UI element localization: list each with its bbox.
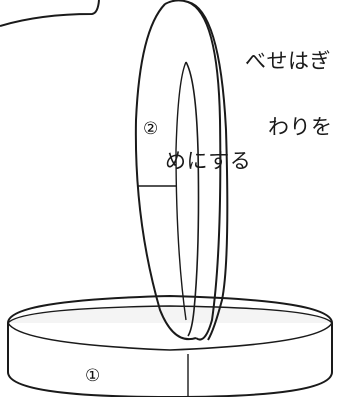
- ring-1-number: ①: [85, 366, 100, 386]
- ring-2-inner-left: [175, 61, 187, 321]
- speech-bubble-outline: [0, 0, 100, 27]
- ring-2-back-edge: [187, 1, 229, 341]
- ring-2: [134, 0, 229, 341]
- ring-1-inner-rim: [7, 322, 333, 351]
- annotation-line-1: べせはぎ: [245, 49, 331, 73]
- annotation-line-2: わりを: [268, 115, 333, 139]
- ring-1: [7, 294, 333, 399]
- ring-2-front-outer: [164, 0, 222, 341]
- annotation-line-3: めにする: [165, 149, 252, 173]
- ring-2-inner-edge: [185, 61, 200, 337]
- ring-1-back-rim: [7, 305, 333, 324]
- ring-2-left-side: [134, 3, 197, 341]
- ring-2-number: ②: [143, 119, 158, 139]
